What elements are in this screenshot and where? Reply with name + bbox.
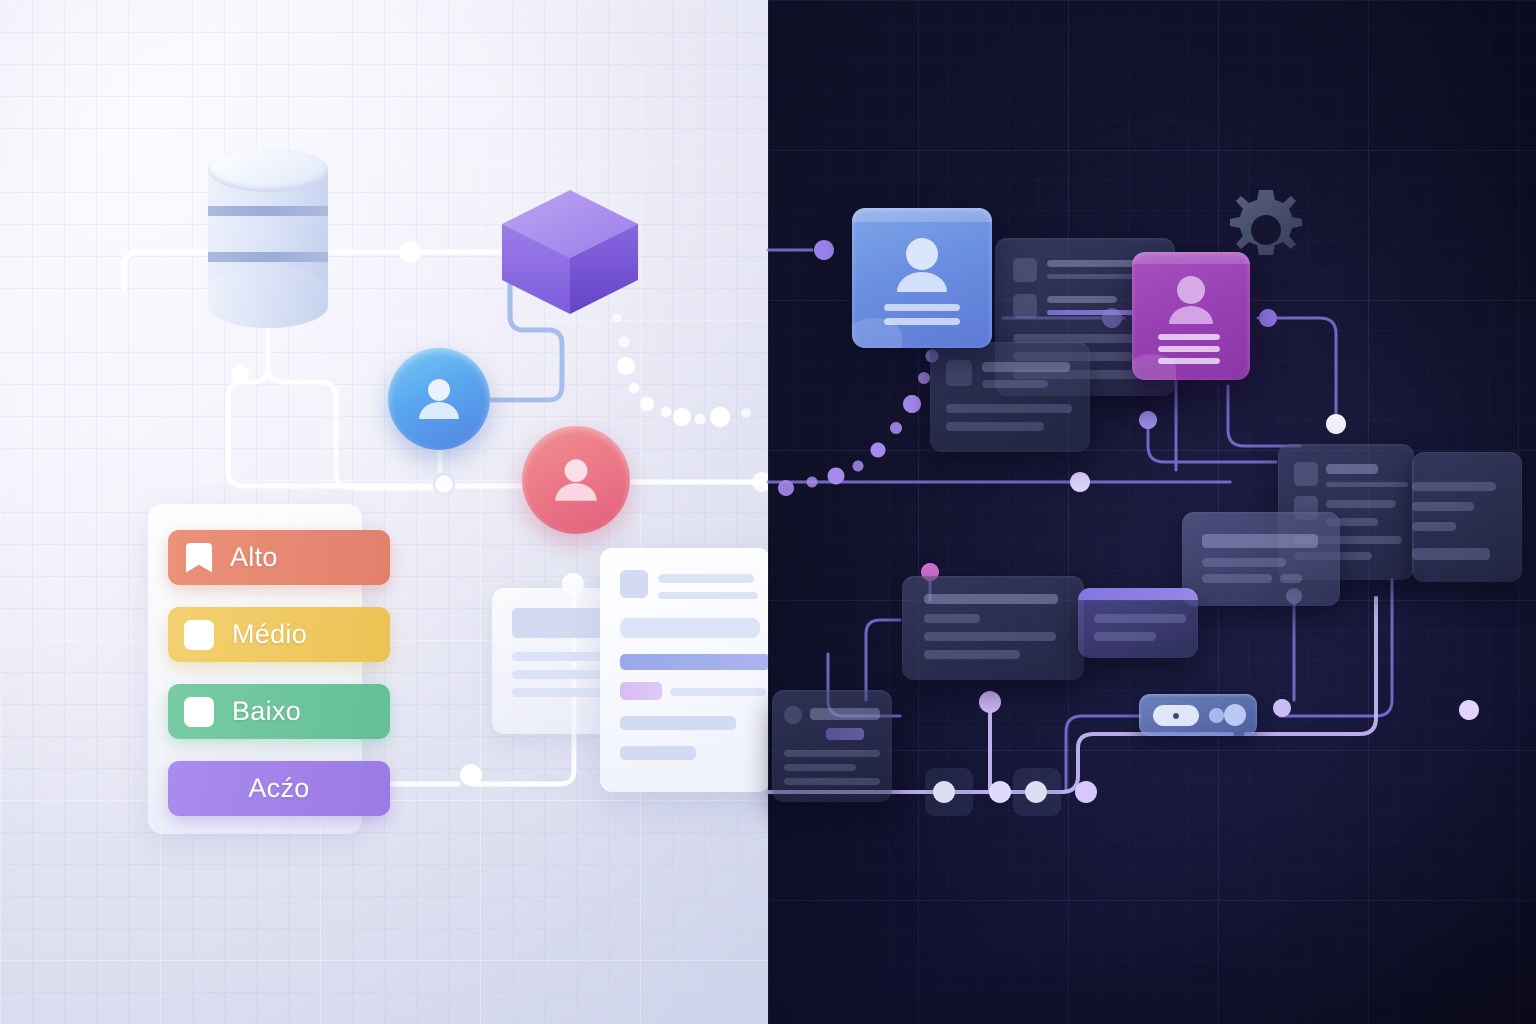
profile-card-blue[interactable] (852, 208, 992, 348)
content-panel-five (902, 576, 1084, 680)
toggle-dot-small (1209, 708, 1224, 723)
content-panel-two (930, 342, 1090, 452)
media-toggle-widget[interactable] (1139, 694, 1257, 736)
priority-badge-acao[interactable]: Acźo (168, 761, 390, 816)
profile-card-magenta[interactable] (1132, 252, 1250, 380)
priority-badge-medio[interactable]: Médio (168, 607, 390, 662)
light-grid-background (0, 0, 768, 1024)
data-cube (500, 188, 640, 316)
person-icon (1169, 276, 1213, 324)
content-panel-six (1078, 588, 1198, 658)
database-cylinder (208, 148, 328, 328)
priority-badge-label: Alto (230, 542, 278, 572)
gear-icon (1222, 186, 1310, 274)
user-avatar-pink (522, 426, 630, 534)
person-icon (555, 459, 597, 501)
toggle-dot-large (1224, 704, 1246, 726)
document-card-front (600, 548, 770, 792)
person-icon (897, 238, 947, 292)
person-icon (419, 379, 459, 419)
database-top-ellipse (208, 148, 328, 192)
toggle-pill[interactable] (1153, 705, 1199, 726)
bookmark-icon (186, 542, 212, 573)
priority-badge-label: Baixo (232, 696, 302, 726)
priority-badge-baixo[interactable]: Baixo (168, 684, 390, 739)
square-icon (184, 619, 214, 650)
priority-badge-label: Médio (232, 619, 308, 649)
content-panel-four (1182, 512, 1340, 606)
light-vignette (0, 0, 768, 1024)
priority-badge-alto[interactable]: Alto (168, 530, 390, 585)
priority-badge-label: Acźo (248, 773, 310, 803)
user-avatar-blue (388, 348, 490, 450)
square-icon (184, 696, 214, 727)
content-panel-eight (1412, 452, 1522, 582)
light-theme-panel (0, 0, 768, 1024)
content-panel-seven (772, 690, 892, 802)
